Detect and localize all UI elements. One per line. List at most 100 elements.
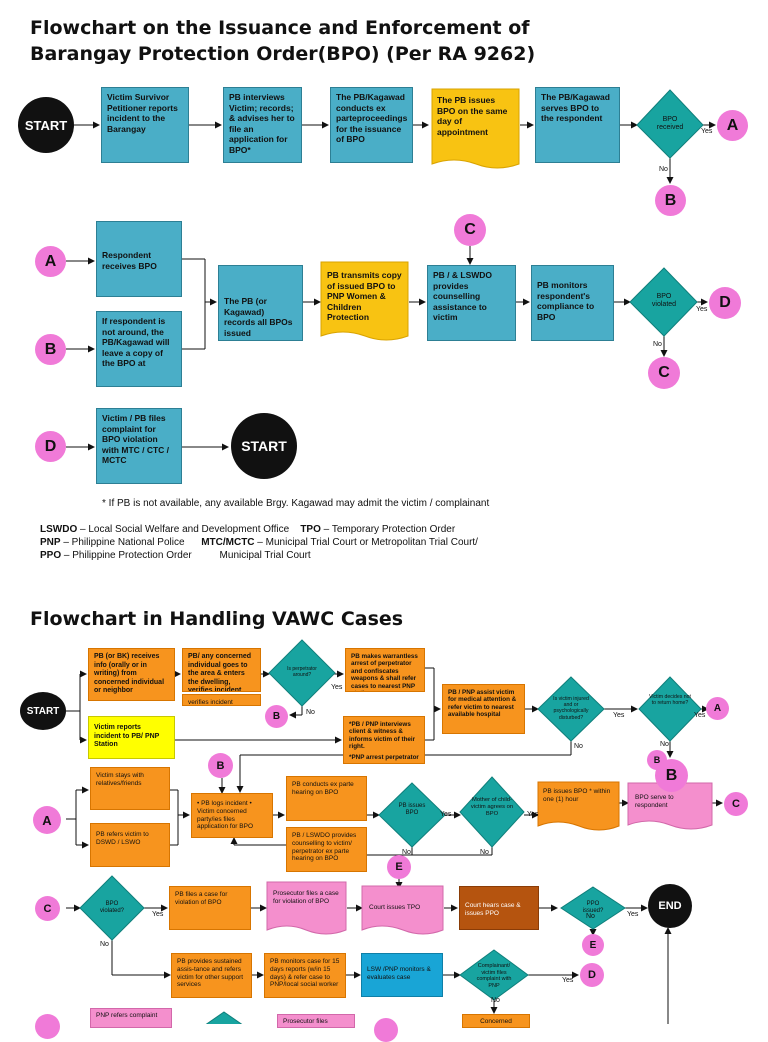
- pnp-arrest-text: *PNP arrest perpetrator: [349, 753, 419, 761]
- box-prosecutor-files-2: Prosecutor files: [277, 1014, 355, 1028]
- box-concerned-2: Concerned: [462, 1014, 530, 1028]
- box-court-hears: Court hears case & issues PPO: [459, 886, 539, 930]
- connector-c: C: [35, 896, 60, 921]
- box-refers-dswd: PB refers victim to DSWD / LSWO: [90, 823, 170, 867]
- box-serve-respondent: BPO serve to respondent: [635, 794, 674, 809]
- box-warrantless-arrest: PB makes warrantless arrest of perpetrat…: [345, 648, 425, 692]
- section-title-vawc: Flowchart in Handling VAWC Cases: [30, 608, 404, 630]
- yes-label: Yes: [696, 306, 708, 313]
- box-assist-victim: PB / PNP assist victim for medical atten…: [442, 684, 525, 734]
- box-victim-reports: Victim Survivor Petitioner reports incid…: [101, 87, 189, 163]
- connector-c: C: [454, 214, 486, 246]
- box-concerned-individual: PB/ any concerned individual goes to the…: [182, 648, 261, 692]
- decision-perpetrator-around: [268, 639, 336, 707]
- box-monitors: PB monitors respondent's compliance to B…: [531, 265, 614, 341]
- decision-received-label: BPO received: [656, 116, 684, 131]
- box-pnp-refers: PNP refers complaint: [90, 1008, 172, 1028]
- connector-a: A: [33, 806, 61, 834]
- no-label: No: [660, 741, 669, 748]
- connector-d: D: [709, 287, 741, 319]
- connector-d: D: [35, 431, 66, 462]
- box-within-hour: PB issues BPO * within one (1) hour: [543, 788, 611, 803]
- decision-partial-bottom: [205, 1011, 243, 1024]
- pnp-interviews-text: *PB / PNP interviews client & witness & …: [349, 721, 416, 751]
- doc-shape-court-tpo: [361, 885, 444, 935]
- box-sustained-assistance: PB provides sustained assis-tance and re…: [171, 953, 252, 998]
- yes-label: Yes: [440, 811, 452, 818]
- no-label: No: [491, 997, 500, 1004]
- box-not-around: If respondent is not around, the PB/Kaga…: [96, 311, 182, 387]
- decision-injured-label: Is victim injured and or psychologically…: [553, 696, 589, 721]
- no-label: No: [659, 166, 668, 173]
- decision-bpo-violated-2: [79, 875, 145, 941]
- box-pb-files-case: PB files a case for violation of BPO: [169, 886, 251, 930]
- box-pb-bk-receives: PB (or BK) receives info (orally or in w…: [88, 648, 175, 701]
- box-court-tpo: Court issues TPO: [369, 904, 421, 911]
- box-pb-issues-bpo: The PB issues BPO on the same day of app…: [437, 95, 508, 137]
- doc-shape-within-hour: [537, 781, 620, 831]
- yes-label: Yes: [694, 712, 706, 719]
- connector-a: A: [35, 246, 66, 277]
- doc-shape-serve: [627, 782, 713, 830]
- yes-label: Yes: [613, 712, 625, 719]
- connector-a: A: [706, 697, 729, 720]
- decision-return-home: [638, 676, 702, 742]
- decision-mother-agrees: [459, 776, 525, 848]
- decision-violated-label: BPO violated: [651, 293, 677, 308]
- yes-label: Yes: [627, 911, 639, 918]
- page-title-line2: Barangay Protection Order(BPO) (Per RA 9…: [30, 43, 536, 65]
- decision-complainant-label: Complainant/ victim files complaint with…: [476, 963, 512, 989]
- end-terminal: END: [648, 884, 692, 928]
- decision-victim-injured: [537, 676, 605, 742]
- abbreviations: LSWDO – Local Social Welfare and Develop…: [40, 524, 478, 561]
- connector-b: B: [655, 185, 686, 216]
- decision-bpo-received: [636, 89, 704, 159]
- no-label: No: [306, 709, 315, 716]
- box-transmits: PB transmits copy of issued BPO to PNP W…: [327, 270, 402, 322]
- connector-partial: [35, 1014, 60, 1039]
- box-lsw-pnp-monitors: LSW /PNP monitors & evaluates case: [361, 953, 443, 997]
- connector-partial: [374, 1018, 398, 1042]
- box-lswdo-counselling: PB / LSWDO provides counselling to victi…: [286, 827, 367, 872]
- no-label: No: [586, 913, 595, 920]
- decision-issues-label: PB issues BPO: [398, 803, 426, 816]
- decision-violated-label: BPO violated?: [99, 901, 125, 914]
- decision-pb-issues-bpo: [378, 782, 446, 848]
- box-pnp-interviews: *PB / PNP interviews client & witness & …: [343, 716, 425, 764]
- connector-b: B: [208, 753, 233, 778]
- box-ex-parte: The PB/Kagawad conducts ex parteproceedi…: [330, 87, 413, 163]
- doc-shape-transmits: [320, 261, 409, 341]
- no-label: No: [402, 849, 411, 856]
- start-terminal: START: [18, 97, 74, 153]
- connector-e: E: [582, 934, 604, 956]
- yes-label: Yes: [331, 684, 343, 691]
- box-respondent-receives: Respondent receives BPO: [96, 221, 182, 297]
- decision-perpetrator-label: Is perpetrator around?: [287, 666, 317, 678]
- box-prosecutor-files: Prosecutor files a case for violation of…: [273, 890, 339, 905]
- box-monitors-15-days: PB monitors case for 15 days reports (w/…: [264, 953, 346, 998]
- yes-label: Yes: [562, 977, 574, 984]
- connector-b: B: [655, 759, 688, 792]
- doc-shape-issues-bpo: [431, 88, 520, 169]
- connector-b: B: [265, 705, 288, 728]
- decision-bpo-violated: [629, 267, 698, 337]
- box-verifies-incident: verifies incident: [182, 694, 261, 706]
- no-label: No: [653, 341, 662, 348]
- page-title-line1: Flowchart on the Issuance and Enforcemen…: [30, 17, 530, 39]
- decision-mother-label: Mother of child-victim agrees on BPO: [470, 797, 514, 817]
- box-victim-stays: Victim stays with relatives/friends: [90, 767, 170, 810]
- decision-complainant-files: [459, 949, 529, 1001]
- box-files-complaint: Victim / PB files complaint for BPO viol…: [96, 408, 182, 484]
- decision-ppo-label: PPO issued?: [582, 901, 604, 914]
- connector-d: D: [580, 963, 604, 987]
- yes-label: Yes: [527, 811, 539, 818]
- no-label: No: [480, 849, 489, 856]
- yes-label: Yes: [152, 911, 164, 918]
- start-terminal: START: [20, 692, 66, 730]
- no-label: No: [574, 743, 583, 750]
- box-serves-bpo: The PB/Kagawad serves BPO to the respond…: [535, 87, 620, 163]
- box-logs-incident: • PB logs incident • Victim concerned pa…: [191, 793, 273, 838]
- decision-ppo-issued: [560, 886, 626, 930]
- connector-c: C: [648, 357, 680, 389]
